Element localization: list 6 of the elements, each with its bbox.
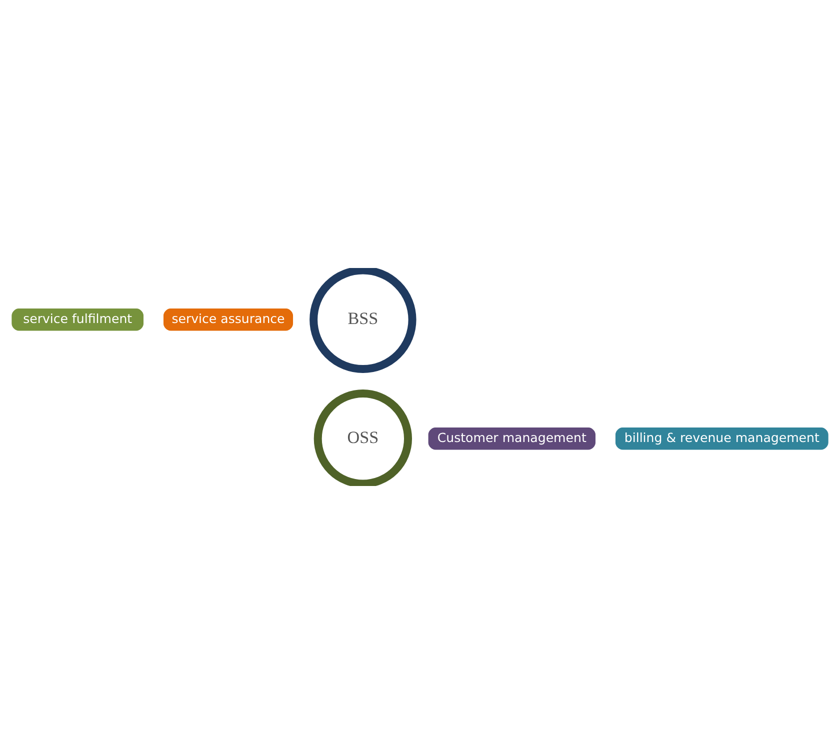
node-box: Customer management [428, 428, 596, 450]
node-circle: OSS [314, 390, 412, 486]
node-box: service assurance [163, 308, 294, 331]
node-box: service fulfilment [12, 308, 144, 331]
node-circle: BSS [310, 268, 416, 373]
node-box: billing & revenue management [615, 428, 828, 450]
